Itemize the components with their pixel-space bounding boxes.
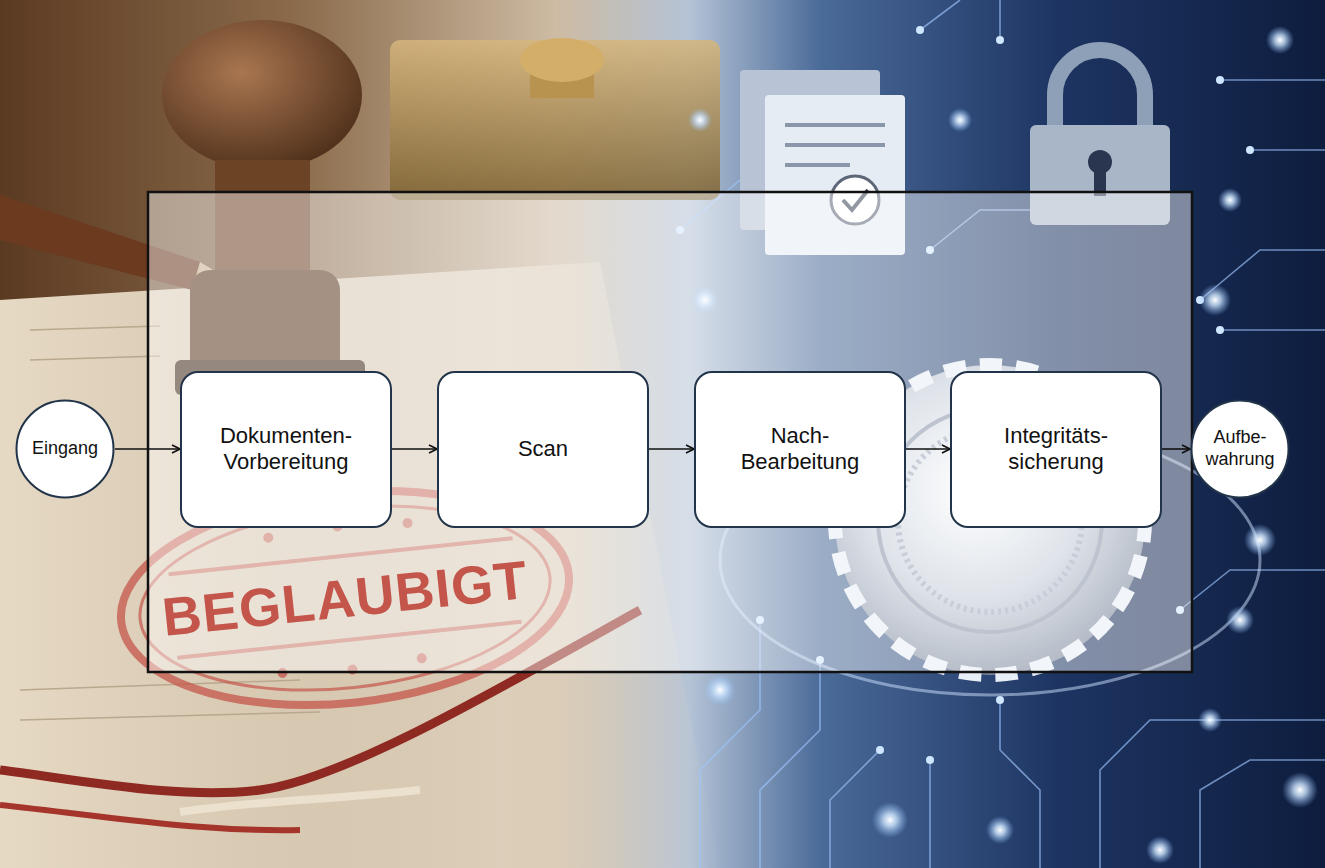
flow-arrow [392, 448, 437, 450]
circuit-pad [996, 36, 1004, 44]
circuit-trace [760, 660, 820, 868]
lock-shackle [1055, 50, 1145, 130]
circuit-trace [1250, 149, 1325, 151]
process-box: Integritäts- sicherung [950, 371, 1162, 528]
glow-dot [1244, 524, 1276, 556]
circuit-trace [929, 760, 931, 868]
flow-arrow [906, 448, 950, 450]
glow-dot [1266, 26, 1294, 54]
circuit-pad [1246, 146, 1254, 154]
stamp-handle [162, 20, 362, 170]
paper-line [30, 356, 160, 360]
circuit-pad [876, 746, 884, 754]
circuit-trace [1000, 700, 1040, 868]
paper-line [30, 326, 160, 330]
end-circle: Aufbe- wahrung [1190, 399, 1290, 499]
glow-dot [1198, 708, 1222, 732]
circuit-pad [926, 756, 934, 764]
glow-dot [986, 816, 1014, 844]
glow-dots [688, 26, 1318, 864]
circle-shape [1192, 401, 1289, 498]
circuit-trace [1100, 720, 1325, 868]
node-text: Scan [518, 436, 568, 462]
document-icon-line [785, 143, 885, 147]
glow-dot [1146, 836, 1174, 864]
circuit-trace [1220, 329, 1325, 331]
document-icon-line [785, 123, 885, 127]
flow-arrow [1162, 448, 1190, 450]
start-circle: Eingang [15, 399, 115, 499]
glow-dot [1218, 188, 1242, 212]
glow-dot [704, 674, 736, 706]
document-icon-line [785, 163, 850, 167]
circuit-traces [680, 0, 1325, 868]
paper-line [20, 712, 320, 720]
circle-shape [17, 401, 114, 498]
flow-arrow [115, 448, 180, 450]
node-text: Dokumenten- Vorbereitung [198, 423, 374, 476]
glow-dot [872, 802, 908, 838]
node-text: Nach- Bearbeitung [712, 423, 888, 476]
circuit-pad [996, 696, 1004, 704]
red-ribbon [0, 805, 300, 830]
process-box: Scan [437, 371, 649, 528]
wax-string [180, 790, 420, 812]
circuit-pad [1216, 76, 1224, 84]
circuit-trace [1200, 760, 1325, 868]
circuit-trace [830, 750, 880, 868]
circuit-trace [999, 0, 1001, 40]
circuit-trace [920, 0, 960, 30]
stamp-text: BEGLAUBIGT [159, 548, 530, 648]
circuit-trace [1220, 79, 1325, 81]
circuit-pad [1216, 326, 1224, 334]
node-text: Eingang [32, 438, 98, 460]
process-frame-border [148, 192, 1192, 672]
glow-dot [688, 108, 712, 132]
glow-dot [1282, 772, 1318, 808]
process-box: Nach- Bearbeitung [694, 371, 906, 528]
glow-dot [1226, 606, 1254, 634]
flow-arrow [649, 448, 694, 450]
node-text: Integritäts- sicherung [968, 423, 1144, 476]
node-text: Aufbe- wahrung [1202, 427, 1278, 470]
brass-knob [520, 38, 604, 82]
glow-dot [1199, 284, 1231, 316]
process-box: Dokumenten- Vorbereitung [180, 371, 392, 528]
circuit-pad [916, 26, 924, 34]
glow-dot [948, 108, 972, 132]
